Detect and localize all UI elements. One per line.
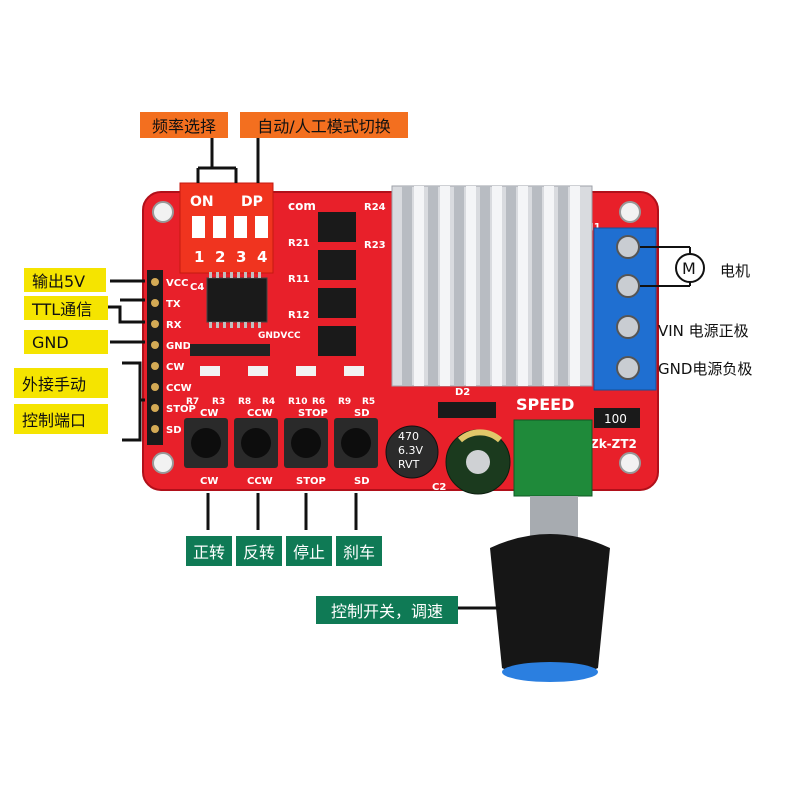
svg-text:R4: R4 xyxy=(262,397,275,407)
dip-switch[interactable]: ON DP 1 2 3 4 xyxy=(179,182,274,274)
com-text: com xyxy=(288,199,316,213)
btn-bot-ccw: CCW xyxy=(247,476,273,487)
svg-text:R3: R3 xyxy=(212,397,225,407)
label-brake: 刹车 xyxy=(336,536,382,566)
pin-tx: TX xyxy=(166,299,181,310)
btn-bot-stop: STOP xyxy=(296,476,326,487)
dip-num-2: 2 xyxy=(215,248,225,266)
bottom-annotation-lines xyxy=(206,493,500,610)
dip-num-3: 3 xyxy=(236,248,246,266)
ic-chip xyxy=(206,272,268,328)
mounting-holes xyxy=(152,201,641,474)
power-resistor xyxy=(594,408,640,428)
label-gnd-neg: GND电源负极 xyxy=(658,359,753,378)
btn-top-ccw: CCW xyxy=(247,408,273,419)
pin-vcc: VCC xyxy=(166,278,188,289)
btn-top-cw: CW xyxy=(200,408,218,419)
dip-on-label: ON xyxy=(190,194,214,210)
top-annotation-lines xyxy=(196,136,260,183)
svg-text:6.3V: 6.3V xyxy=(398,444,423,457)
btn-bot-sd: SD xyxy=(354,476,370,487)
model-text: Zk-ZT2 xyxy=(590,437,637,451)
btn-bot-cw: CW xyxy=(200,476,218,487)
svg-text:R6: R6 xyxy=(312,397,325,407)
label-vin: VIN 电源正极 xyxy=(658,321,749,340)
motor-m: M xyxy=(682,259,696,278)
label-gnd: GND xyxy=(24,330,108,354)
pin-ccw: CCW xyxy=(166,383,192,394)
speed-text: SPEED xyxy=(516,395,574,414)
dip-num-1: 1 xyxy=(194,248,204,266)
smd-parts: R7 R3 R8 R4 R10 R6 R9 R5 xyxy=(186,344,375,407)
pin-header xyxy=(147,270,163,445)
dip-num-4: 4 xyxy=(257,248,267,266)
svg-text:R10: R10 xyxy=(288,397,307,407)
svg-text:R9: R9 xyxy=(338,397,351,407)
pin-stop: STOP xyxy=(166,404,196,415)
dip-dp-label: DP xyxy=(241,194,263,210)
label-motor: 电机 xyxy=(720,261,751,280)
svg-text:470: 470 xyxy=(398,430,419,443)
svg-text:R12: R12 xyxy=(288,310,310,321)
capacitor-small: 470 6.3V RVT xyxy=(385,425,439,479)
label-pot: 控制开关，调速 xyxy=(316,596,458,624)
label-ttl: TTL通信 xyxy=(24,296,108,320)
pin-sd: SD xyxy=(166,425,182,436)
svg-text:R8: R8 xyxy=(238,397,251,407)
label-ext-manual-2: 控制端口 xyxy=(14,404,108,434)
capacitor-large xyxy=(445,429,511,495)
svg-text:R23: R23 xyxy=(364,240,386,251)
svg-text:R7: R7 xyxy=(186,397,199,407)
label-auto-manual: 自动/人工模式切换 xyxy=(240,112,408,138)
push-buttons[interactable]: CW CCW STOP SD CW CCW STOP SD xyxy=(184,408,378,487)
label-ext-manual-1: 外接手动 xyxy=(14,368,108,398)
svg-text:R24: R24 xyxy=(364,202,386,213)
btn-top-stop: STOP xyxy=(298,408,328,419)
btn-top-sd: SD xyxy=(354,408,370,419)
svg-text:C4: C4 xyxy=(190,282,204,293)
svg-text:R21: R21 xyxy=(288,238,310,249)
terminal-block[interactable] xyxy=(593,227,657,391)
heat-sink xyxy=(391,185,593,387)
pin-cw: CW xyxy=(166,362,184,373)
label-out-5v: 输出5V xyxy=(24,268,106,292)
potentiometer[interactable] xyxy=(490,419,610,682)
svg-text:R11: R11 xyxy=(288,274,310,285)
resistor-value: 100 xyxy=(604,412,627,426)
label-stop: 停止 xyxy=(286,536,332,566)
label-freq-select: 频率选择 xyxy=(140,112,228,138)
svg-text:R5: R5 xyxy=(362,397,375,407)
label-reverse: 反转 xyxy=(236,536,282,566)
pin-rx: RX xyxy=(166,320,182,331)
mosfets xyxy=(318,212,356,356)
left-annotation-lines xyxy=(108,279,145,442)
svg-text:C2: C2 xyxy=(432,482,446,493)
motor-symbol: M xyxy=(640,246,705,287)
pin-labels: VCC TX RX GND CW CCW STOP SD xyxy=(166,278,196,436)
svg-text:RVT: RVT xyxy=(398,458,420,471)
diode xyxy=(438,402,496,418)
svg-text:D2: D2 xyxy=(455,387,470,398)
label-forward: 正转 xyxy=(186,536,232,566)
svg-text:GNDVCC: GNDVCC xyxy=(258,331,301,341)
pin-gnd: GND xyxy=(166,341,191,352)
